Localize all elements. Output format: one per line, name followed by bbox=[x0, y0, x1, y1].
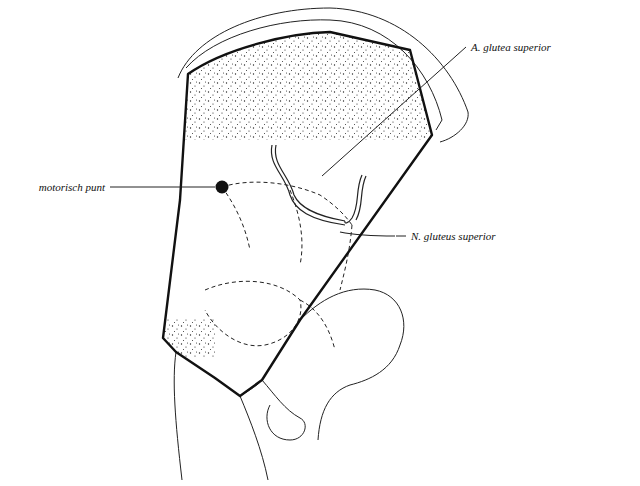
structure-label: motorisch punt bbox=[38, 181, 106, 194]
leader-line bbox=[322, 47, 466, 176]
gluteus-muscle-outline bbox=[163, 32, 432, 396]
artery-vessel bbox=[345, 175, 362, 223]
motor-point-dot bbox=[216, 181, 229, 194]
structure-label: N. gluteus superior bbox=[410, 230, 497, 243]
obturator-foramen bbox=[262, 380, 305, 440]
stippled-bone bbox=[165, 318, 215, 358]
nerve-branch bbox=[222, 187, 250, 250]
leader-line bbox=[396, 236, 406, 237]
leader-line bbox=[110, 187, 215, 188]
femur-outline bbox=[240, 396, 268, 480]
pelvis-outline bbox=[300, 289, 404, 440]
nerve-branch bbox=[290, 190, 302, 265]
artery-vessel bbox=[271, 145, 345, 225]
deep-outline bbox=[300, 300, 335, 350]
nerve-line bbox=[340, 232, 395, 236]
structure-label: A. glutea superior bbox=[470, 41, 552, 54]
artery-vessel bbox=[356, 176, 366, 220]
artery-vessel bbox=[275, 145, 345, 221]
femur-outline bbox=[174, 352, 182, 480]
acetabulum-outline bbox=[205, 281, 301, 345]
